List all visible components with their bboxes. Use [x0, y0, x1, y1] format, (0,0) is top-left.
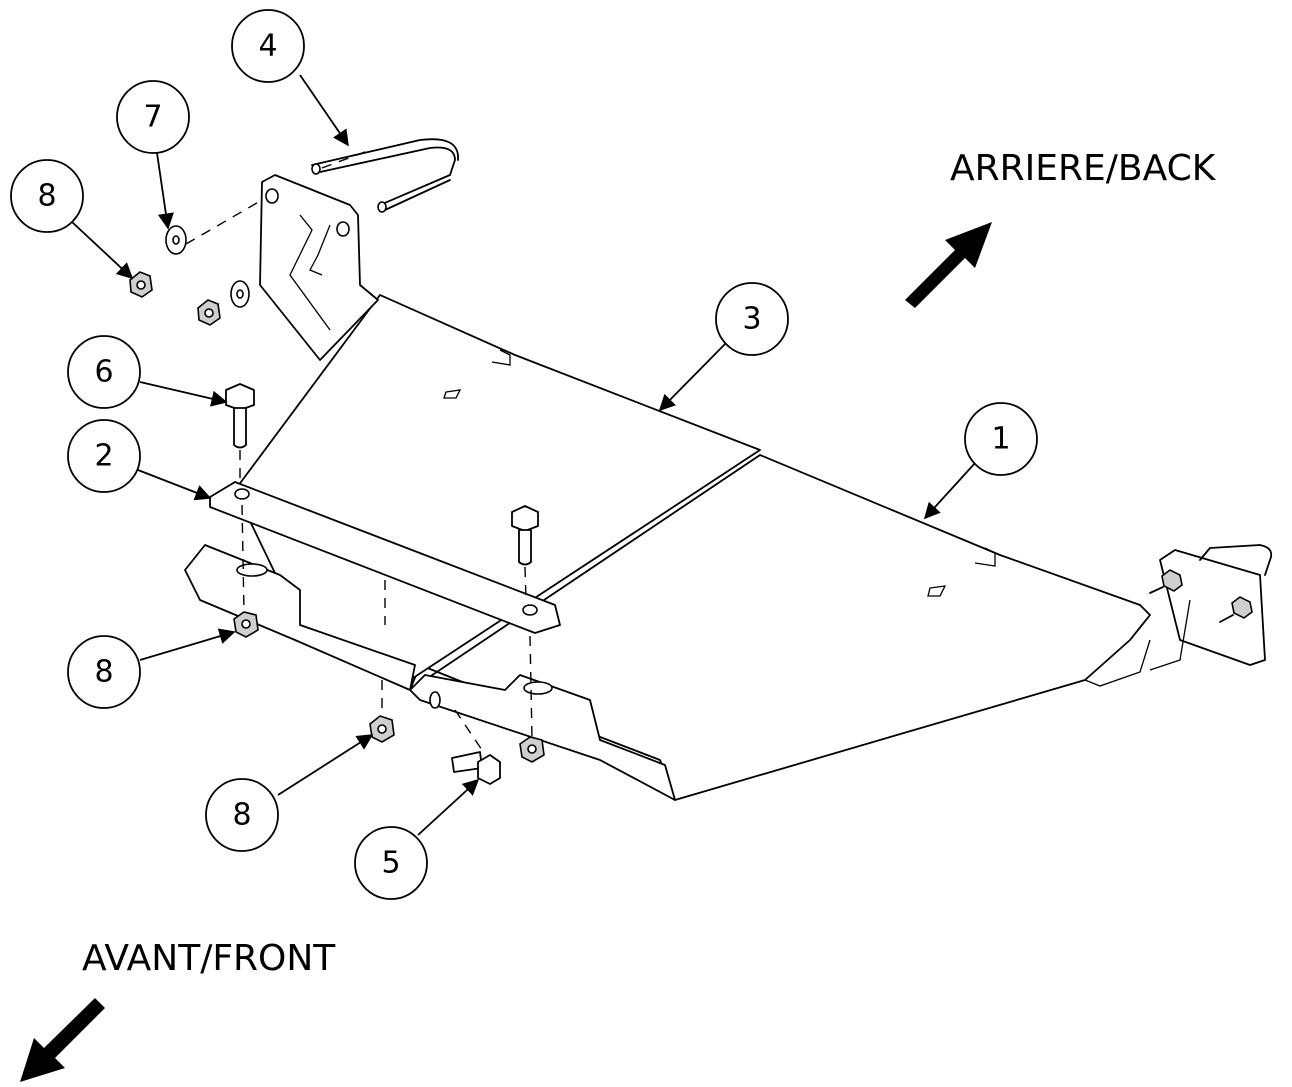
callout-3: 3 [658, 282, 789, 412]
callout-2-label: 2 [94, 439, 113, 474]
bolt-part-5 [451, 751, 501, 785]
bolt-middle [511, 505, 539, 566]
callout-3-label: 3 [742, 302, 761, 337]
u-bolt-part-4 [311, 138, 459, 213]
bolt-part-6 [225, 383, 255, 449]
callout-8-bottom: 8 [205, 734, 374, 852]
callout-5: 5 [354, 778, 480, 900]
nut-part-8 [129, 271, 545, 763]
callout-5-label: 5 [381, 846, 400, 881]
callout-4: 4 [231, 9, 349, 147]
callout-7: 7 [116, 80, 190, 230]
front-arrow-icon [20, 998, 105, 1082]
back-label: ARRIERE/BACK [950, 148, 1217, 189]
callout-8-middle: 8 [67, 628, 236, 709]
back-arrow-icon [905, 222, 992, 308]
callout-1: 1 [923, 402, 1038, 520]
front-direction: AVANT/FRONT [20, 938, 336, 1082]
callout-8-top-label: 8 [37, 179, 56, 214]
washer-part-7 [165, 225, 250, 308]
callout-8-bottom-label: 8 [232, 798, 251, 833]
callout-1-label: 1 [991, 422, 1010, 457]
flat-bar-part-2 [209, 481, 561, 634]
back-direction: ARRIERE/BACK [905, 148, 1217, 308]
callout-7-label: 7 [143, 100, 162, 135]
front-label: AVANT/FRONT [82, 938, 336, 979]
rear-bracket-left [259, 174, 379, 361]
assembly-lines [185, 149, 533, 751]
callout-2: 2 [67, 419, 212, 501]
callout-8-top: 8 [10, 159, 134, 280]
callout-8-middle-label: 8 [94, 655, 113, 690]
callout-4-label: 4 [258, 29, 277, 64]
callout-6: 6 [67, 335, 228, 409]
rear-bracket-right [1149, 544, 1273, 671]
callout-6-label: 6 [94, 355, 113, 390]
